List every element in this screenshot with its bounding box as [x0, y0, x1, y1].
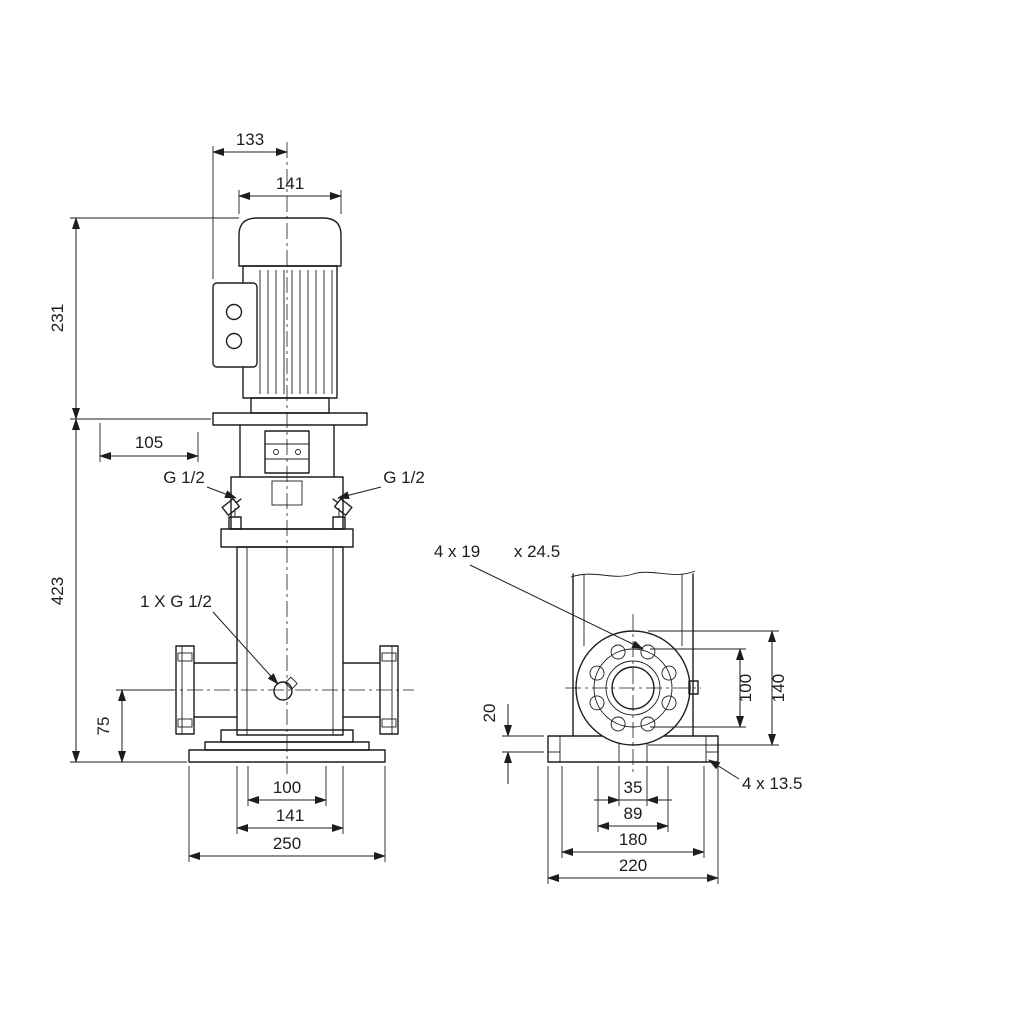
fan-cover — [238, 217, 342, 267]
motor-flange — [250, 397, 330, 414]
coupling-screw-left — [273, 449, 279, 455]
dim-35-label: 35 — [624, 778, 643, 797]
dim-89-label: 89 — [624, 804, 643, 823]
dim-141-top-label: 141 — [276, 174, 304, 193]
dim-250-label: 250 — [273, 834, 301, 853]
dim-141-bottom-label: 141 — [276, 806, 304, 825]
dim-220-label: 220 — [619, 856, 647, 875]
front-view-dimensions: 133 141 231 423 105 75 — [48, 130, 425, 862]
dim-220: 220 — [547, 766, 719, 884]
flange-tab — [688, 680, 699, 695]
pump-sleeve — [236, 546, 344, 736]
dim-100-pcd: 100 — [650, 648, 755, 728]
label-flange-holes: 4 x 19 x 24.5 — [434, 542, 644, 650]
dim-75: 75 — [94, 689, 174, 763]
dim-100-bottom-label: 100 — [273, 778, 301, 797]
dim-231-label: 231 — [48, 304, 67, 332]
dim-140-label: 140 — [769, 674, 788, 702]
dim-133: 133 — [212, 130, 288, 279]
g12-left-label: G 1/2 — [163, 468, 205, 487]
motor-fins — [259, 270, 333, 394]
dim-141-top: 141 — [238, 174, 342, 214]
cable-entry-bottom — [225, 332, 243, 350]
bolt-holes — [589, 644, 677, 732]
flange-bolt-hole — [177, 718, 193, 728]
pump-column — [570, 570, 696, 737]
leader-drain — [212, 611, 279, 685]
drain-label: 1 X G 1/2 — [140, 592, 212, 611]
flange-bolt-hole — [381, 718, 397, 728]
drain-plug — [273, 676, 298, 701]
cable-entry-top — [225, 303, 243, 321]
coupling-screw-right — [295, 449, 301, 455]
dim-423: 423 — [48, 418, 187, 763]
dim-89: 89 — [597, 766, 669, 832]
flange-holes-label: 4 x 19 — [434, 542, 480, 561]
dim-180: 180 — [561, 766, 705, 858]
leader-base-holes — [708, 759, 740, 780]
dim-423-label: 423 — [48, 577, 67, 605]
terminal-box — [212, 282, 258, 368]
flange-bolt-hole — [381, 652, 397, 662]
dim-100-pcd-label: 100 — [736, 674, 755, 702]
label-drain: 1 X G 1/2 — [140, 592, 279, 685]
label-base-holes: 4 x 13.5 — [708, 759, 803, 793]
dim-75-label: 75 — [94, 717, 113, 736]
dim-105-label: 105 — [135, 433, 163, 452]
gauge-plug-right — [332, 498, 353, 516]
dim-180-label: 180 — [619, 830, 647, 849]
counterbore-label: x 24.5 — [514, 542, 560, 561]
dim-35: 35 — [594, 766, 672, 806]
flange-bolt-hole — [177, 652, 193, 662]
label-g12-left: G 1/2 — [163, 468, 237, 499]
break-line — [570, 570, 696, 578]
front-view — [160, 142, 414, 774]
gauge-plug-left — [221, 498, 242, 516]
dim-105: 105 — [99, 423, 199, 462]
dim-250: 250 — [188, 766, 386, 862]
g12-right-label: G 1/2 — [383, 468, 425, 487]
leader-g12-left — [206, 486, 237, 499]
leader-flange-holes — [469, 564, 644, 650]
dim-231: 231 — [48, 217, 239, 420]
leader-g12-right — [337, 486, 382, 500]
dim-140: 140 — [648, 630, 788, 746]
label-g12-right: G 1/2 — [337, 468, 425, 500]
dim-133-label: 133 — [236, 130, 264, 149]
dim-20-label: 20 — [480, 704, 499, 723]
dim-100-bottom: 100 — [247, 766, 327, 806]
side-view — [547, 570, 719, 772]
base-holes-label: 4 x 13.5 — [742, 774, 803, 793]
motor-mount-plate — [212, 412, 368, 426]
dim-141-bottom: 141 — [236, 766, 344, 834]
dim-20: 20 — [480, 704, 544, 784]
side-view-dimensions: 4 x 19 x 24.5 20 100 140 4 x 13.5 — [434, 542, 803, 884]
motor — [212, 217, 368, 426]
